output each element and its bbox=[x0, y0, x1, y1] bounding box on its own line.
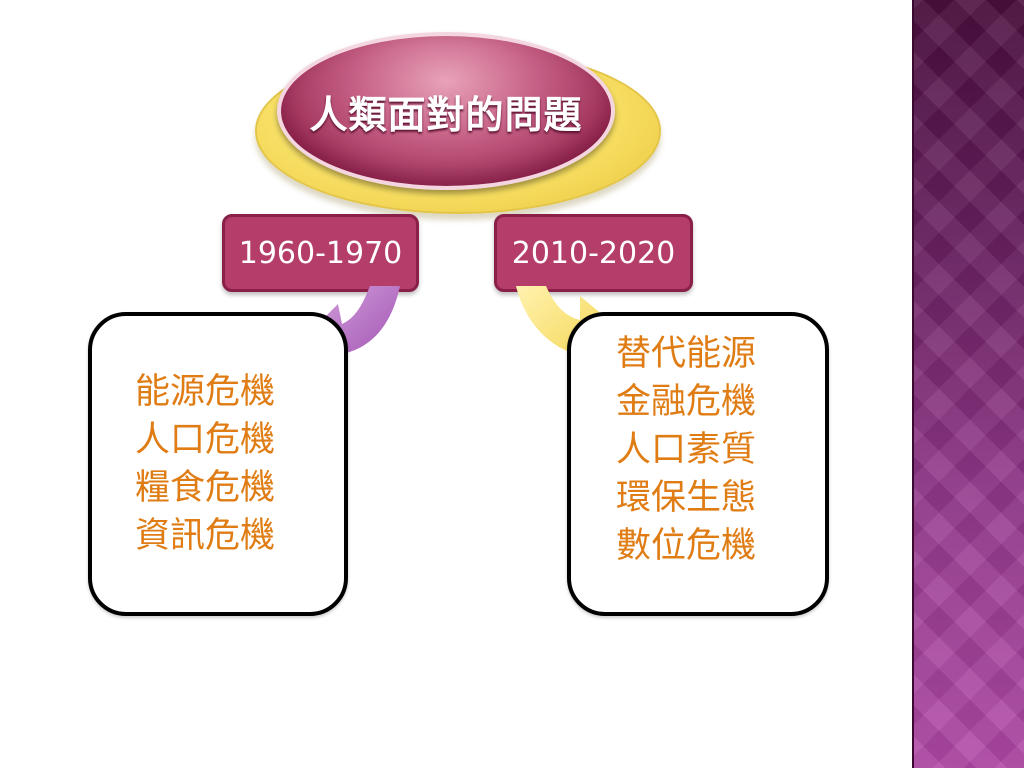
list-item: 替代能源 bbox=[616, 334, 757, 374]
decorative-side-band bbox=[912, 0, 1024, 768]
list-item: 人口危機 bbox=[135, 420, 276, 460]
issues-box-1960-1970 bbox=[88, 312, 348, 616]
issues-box-2010-2020 bbox=[567, 312, 829, 616]
title-ellipse bbox=[277, 32, 615, 190]
list-item: 環保生態 bbox=[616, 478, 757, 518]
list-item: 金融危機 bbox=[616, 382, 757, 422]
issues-list-2010-2020: 替代能源 金融危機 人口素質 環保生態 數位危機 bbox=[616, 330, 756, 570]
diagram-title: 人類面對的問題 bbox=[309, 92, 583, 137]
period-box-1960-1970: 1960-1970 bbox=[222, 214, 419, 292]
list-item: 糧食危機 bbox=[135, 468, 276, 508]
list-item: 能源危機 bbox=[135, 372, 276, 412]
title-node: 人類面對的問題 bbox=[255, 30, 661, 215]
list-item: 數位危機 bbox=[616, 526, 757, 566]
issues-list-1960-1970: 能源危機 人口危機 糧食危機 資訊危機 bbox=[135, 368, 275, 560]
list-item: 資訊危機 bbox=[135, 516, 276, 556]
list-item: 人口素質 bbox=[616, 430, 757, 470]
period-box-2010-2020: 2010-2020 bbox=[494, 214, 693, 292]
